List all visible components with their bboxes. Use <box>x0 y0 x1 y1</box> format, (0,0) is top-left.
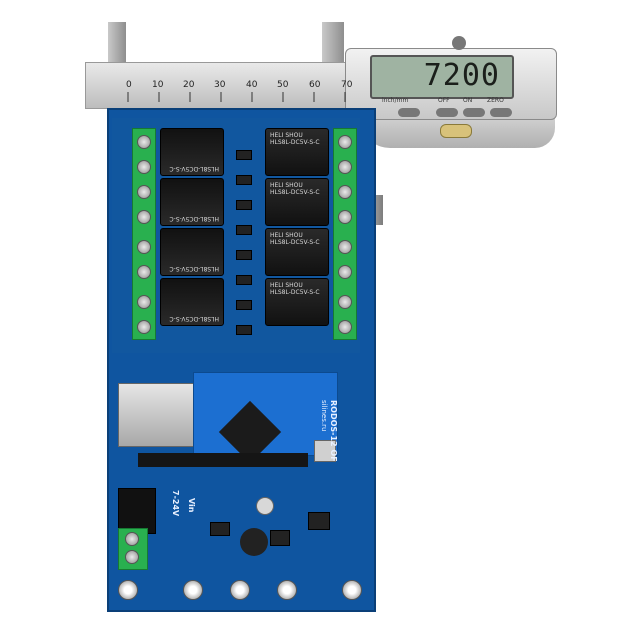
relay: HLS8L-DC5V-S-C <box>160 228 224 276</box>
screw-icon <box>137 210 151 224</box>
caliper-left-jaw <box>108 22 126 64</box>
mounting-hole <box>118 580 138 600</box>
caliper-lcd <box>370 55 514 99</box>
scale-tick-40: 40 <box>246 80 258 90</box>
relay-brand: HELI SHOU <box>270 132 303 139</box>
unit-button[interactable] <box>398 108 420 117</box>
screw-icon <box>338 295 352 309</box>
smd-component <box>210 522 230 536</box>
voltage-regulator <box>308 512 330 530</box>
scale-tick-50: 50 <box>277 80 289 90</box>
caliper-reading: 7200 <box>423 58 500 93</box>
screw-icon <box>137 320 151 334</box>
scale-tick-60: 60 <box>309 80 321 90</box>
unit-label: inch/mm <box>382 97 409 104</box>
screw-icon <box>338 135 352 149</box>
relay-marking: HLS8L-DC5V-S-C <box>270 189 320 196</box>
voltage-label: 7-24V <box>171 490 180 517</box>
smd-component <box>270 530 290 546</box>
mounting-hole <box>342 580 362 600</box>
scale-tick-0: 0 <box>126 80 132 90</box>
screw-icon <box>137 160 151 174</box>
smd-component <box>236 150 252 160</box>
relay-brand: HELI SHOU <box>270 182 303 189</box>
smd-component <box>236 200 252 210</box>
screw-icon <box>137 265 151 279</box>
scale-tick-20: 20 <box>183 80 195 90</box>
screw-icon <box>125 532 139 546</box>
mounting-hole <box>183 580 203 600</box>
smd-component <box>236 325 252 335</box>
smd-component <box>236 175 252 185</box>
relay: HLS8L-DC5V-S-C <box>160 178 224 226</box>
screw-icon <box>338 160 352 174</box>
relay-marking: HLS8L-DC5V-S-C <box>169 315 219 322</box>
screw-icon <box>338 320 352 334</box>
relay-brand: HELI SHOU <box>270 232 303 239</box>
relay-brand: HELI SHOU <box>270 282 303 289</box>
pin-header <box>138 453 308 467</box>
caliper-scale-ticks <box>127 92 346 102</box>
smd-component <box>236 275 252 285</box>
silkscreen-model: RODOS-12 OF <box>329 400 338 462</box>
relay: HLS8L-DC5V-S-C <box>160 278 224 326</box>
screw-icon <box>125 550 139 564</box>
relay-marking: HLS8L-DC5V-S-C <box>169 265 219 272</box>
capacitor <box>256 497 274 515</box>
screw-icon <box>137 135 151 149</box>
ethernet-port <box>118 383 196 447</box>
caliper-brass-roller <box>440 124 472 138</box>
zero-label: ZERO <box>487 97 504 104</box>
on-label: ON <box>463 97 473 104</box>
smd-component <box>236 225 252 235</box>
scale-tick-10: 10 <box>152 80 164 90</box>
screw-icon <box>338 240 352 254</box>
screw-icon <box>338 265 352 279</box>
off-button[interactable] <box>436 108 458 117</box>
smd-component <box>236 300 252 310</box>
vin-label: Vin <box>187 498 196 513</box>
relay-marking: HLS8L-DC5V-S-C <box>270 289 320 296</box>
smd-component <box>236 250 252 260</box>
relay: HLS8L-DC5V-S-C <box>160 128 224 176</box>
screw-icon <box>338 185 352 199</box>
caliper-right-jaw <box>322 22 344 64</box>
mounting-hole <box>230 580 250 600</box>
caliper-beam <box>85 62 372 109</box>
silkscreen-site: silines.ru <box>320 400 328 432</box>
reset-button[interactable] <box>314 440 336 462</box>
scale-tick-70: 70 <box>341 80 353 90</box>
screw-icon <box>137 295 151 309</box>
relay-marking: HLS8L-DC5V-S-C <box>169 165 219 172</box>
mounting-hole <box>277 580 297 600</box>
on-button[interactable] <box>463 108 485 117</box>
caliper-lock-screw <box>452 36 466 50</box>
off-label: OFF <box>438 97 450 104</box>
scale-tick-30: 30 <box>214 80 226 90</box>
relay-marking: HLS8L-DC5V-S-C <box>270 139 320 146</box>
relay-marking: HLS8L-DC5V-S-C <box>270 239 320 246</box>
dc-power-jack <box>118 488 156 534</box>
relay-marking: HLS8L-DC5V-S-C <box>169 215 219 222</box>
screw-icon <box>338 210 352 224</box>
screw-icon <box>137 185 151 199</box>
inductor <box>240 528 268 556</box>
zero-button[interactable] <box>490 108 512 117</box>
screw-icon <box>137 240 151 254</box>
